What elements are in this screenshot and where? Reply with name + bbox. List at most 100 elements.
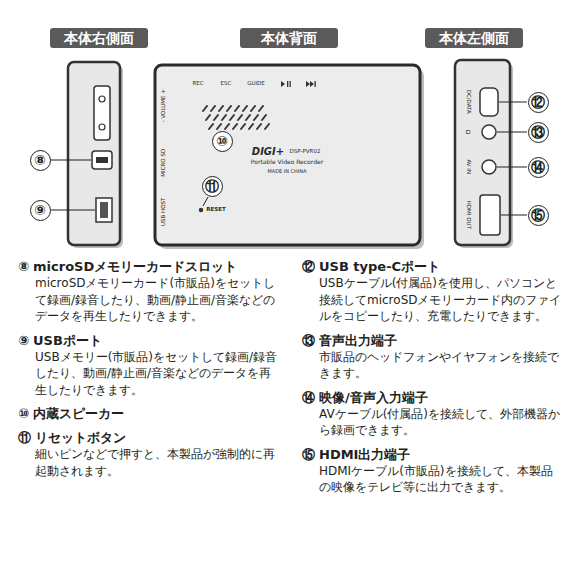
callout-number: ⑧ (30, 150, 51, 171)
callout-number: ⑪ (202, 176, 223, 197)
callout-number: ⑨ (18, 333, 29, 348)
description-item: ⑭ 映像/音声入力端子AVケーブル(付属品)を接続して、外部機器から録画できます。 (302, 389, 564, 439)
callout-number: ⑪ (18, 430, 31, 445)
leader-line (501, 215, 527, 216)
callout-number: ⑨ (30, 200, 51, 221)
microsd-slot-inner (96, 157, 108, 163)
item-heading: ⑧ microSDメモリーカードスロット (18, 258, 280, 275)
callout-text: ⑪ (205, 179, 219, 193)
leader-line (51, 210, 95, 211)
callout-text: ⑧ (34, 153, 46, 167)
right-side-body (68, 62, 120, 245)
device-label: HDMI OUT (465, 201, 471, 229)
callout-number: ⑩ (18, 406, 29, 421)
leader-line (51, 160, 91, 161)
leader-line (497, 132, 527, 133)
device-label: Portable Video Recorder (251, 159, 323, 165)
callout-number: ⑧ (18, 259, 29, 274)
callout-number: ⑭ (528, 157, 549, 178)
item-body: AVケーブル(付属品)を接続して、外部機器から録画できます。 (302, 406, 564, 439)
audio-jack (482, 125, 496, 139)
volume-button (99, 124, 105, 130)
device-label: USB HOST (161, 198, 167, 226)
view-heading: 本体左側面 (425, 28, 523, 48)
callout-text: ⑮ (531, 208, 545, 222)
item-body: 市販品のヘッドフォンやイヤフォンを接続できます。 (302, 349, 564, 382)
item-body: microSDメモリーカード(市販品)をセットして録画/録音したり、動画/静止画… (18, 275, 280, 325)
leader-line (203, 197, 208, 206)
callout-text: ⑩ (216, 134, 228, 148)
usb-port (96, 198, 112, 222)
description-column: ⑧ microSDメモリーカードスロットmicroSDメモリーカード(市販品)をセ… (18, 258, 280, 486)
item-body: HDMIケーブル(市販品)を接続して、本製品の映像をテレビ等に出力できます。 (302, 463, 564, 496)
device-label: MADE IN CHINA (267, 169, 306, 174)
device-label: MICRO SD (161, 149, 167, 177)
callout-text: ⑬ (531, 125, 545, 139)
device-label: REC (192, 81, 203, 87)
device-label: - VOLUME + (161, 89, 167, 122)
item-title: USB type-Cポート (319, 259, 440, 274)
description-item: ⑪ リセットボタン細いピンなどで押すと、本製品が強制的に再起動されます。 (18, 429, 280, 479)
volume-rocker (94, 86, 110, 140)
reset-hole (199, 208, 203, 212)
left-side-body (455, 60, 510, 245)
device-label: ESC (221, 81, 232, 87)
callout-number: ⑫ (302, 259, 315, 274)
leader-line (497, 167, 527, 168)
item-heading: ⑭ 映像/音声入力端子 (302, 389, 564, 406)
item-title: リセットボタン (35, 430, 126, 445)
item-title: 映像/音声入力端子 (319, 390, 428, 405)
callout-number: ⑫ (528, 92, 549, 113)
device-label: DIGI+ (252, 147, 284, 157)
description-item: ⑮ HDMI出力端子HDMIケーブル(市販品)を接続して、本製品の映像をテレビ等に… (302, 446, 564, 496)
item-title: USBポート (33, 333, 102, 348)
callout-number: ⑭ (302, 390, 315, 405)
item-heading: ⑩内蔵スピーカー (18, 405, 280, 422)
speaker-grille (203, 106, 269, 129)
description-item: ⑩内蔵スピーカー (18, 405, 280, 422)
leader-line (499, 102, 527, 103)
description-column: ⑫ USB type-CポートUSBケーブル(付属品)を使用し、パソコンと接続して… (302, 258, 564, 503)
device-label: DSP-PVR02 (290, 149, 321, 155)
item-body: 細いピンなどで押すと、本製品が強制的に再起動されます。 (18, 446, 280, 479)
item-heading: ⑪ リセットボタン (18, 429, 280, 446)
callout-text: ⑫ (531, 95, 545, 109)
view-heading: 本体背面 (240, 28, 338, 48)
item-title: HDMI出力端子 (319, 447, 410, 462)
heading-text: 本体右側面 (64, 31, 134, 45)
description-item: ⑫ USB type-CポートUSBケーブル(付属品)を使用し、パソコンと接続して… (302, 258, 564, 325)
item-heading: ⑬ 音声出力端子 (302, 332, 564, 349)
callout-number: ⑮ (528, 205, 549, 226)
description-item: ⑧ microSDメモリーカードスロットmicroSDメモリーカード(市販品)をセ… (18, 258, 280, 325)
av-jack (482, 160, 496, 174)
item-body: USBケーブル(付属品)を使用し、パソコンと接続してmicroSDメモリーカード… (302, 275, 564, 325)
callout-text: ⑭ (531, 160, 545, 174)
callout-number: ⑬ (302, 333, 315, 348)
device-label: AV IN (465, 160, 471, 175)
device-label: Ω (465, 130, 471, 135)
device-label: DC/DATA (465, 90, 471, 114)
device-label: GUIDE (247, 81, 265, 87)
item-heading: ⑫ USB type-Cポート (302, 258, 564, 275)
usb-port-inner (100, 202, 108, 218)
description-item: ⑨ USBポートUSBメモリー(市販品)をセットして録画/録音したり、動画/静止画… (18, 332, 280, 399)
back-body (155, 65, 420, 245)
callout-text: ⑨ (34, 203, 46, 217)
callout-number: ⑬ (528, 122, 549, 143)
callout-number: ⑩ (212, 131, 233, 152)
hdmi-port (480, 195, 500, 235)
usb-c-port (480, 88, 498, 116)
item-body: USBメモリー(市販品)をセットして録画/録音したり、動画/静止画/音楽などのデ… (18, 349, 280, 399)
device-label: RESET (206, 207, 225, 213)
item-title: 音声出力端子 (319, 333, 397, 348)
description-item: ⑬ 音声出力端子市販品のヘッドフォンやイヤフォンを接続できます。 (302, 332, 564, 382)
heading-text: 本体背面 (261, 31, 317, 45)
heading-text: 本体左側面 (439, 31, 509, 45)
volume-button (99, 96, 105, 102)
item-heading: ⑮ HDMI出力端子 (302, 446, 564, 463)
control-icons (281, 81, 316, 87)
view-heading: 本体右側面 (50, 28, 148, 48)
item-title: microSDメモリーカードスロット (33, 259, 237, 274)
callout-number: ⑮ (302, 447, 315, 462)
